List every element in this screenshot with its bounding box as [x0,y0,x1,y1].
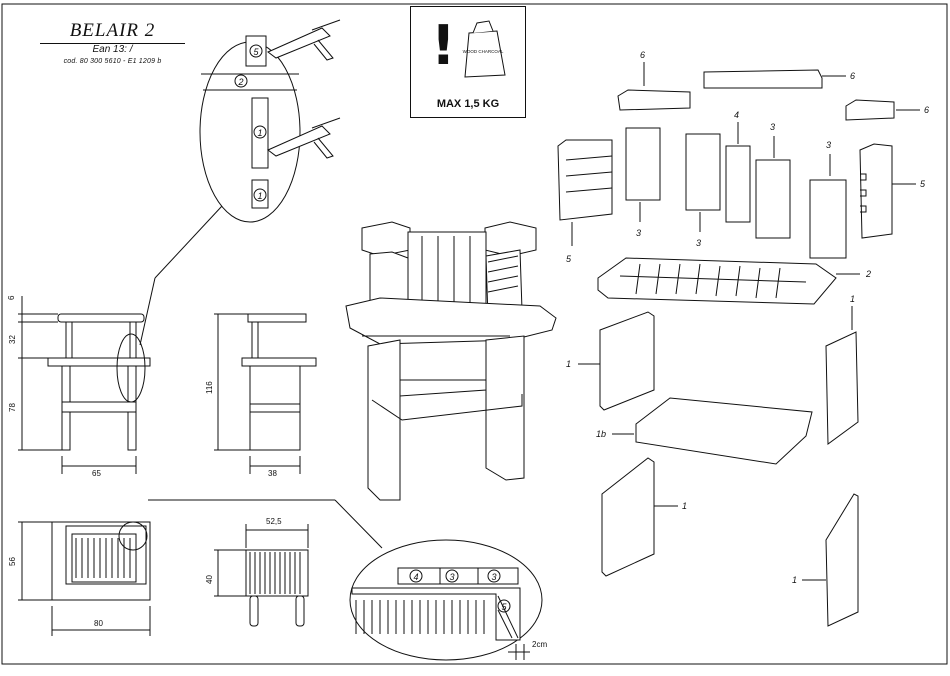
part-label-panel-e: 3 [826,140,831,150]
part-leg-left [602,458,654,576]
product-title: BELAIR 2 [40,20,185,44]
dim-plan-width: 80 [94,619,103,628]
part-panel-c [726,146,750,222]
plan-view: 56 80 [8,500,382,636]
dim-plan-depth: 56 [8,557,17,566]
part-top-long-cap [704,70,822,88]
part-label-leg-right: 1 [792,575,797,585]
detail-label-1b: 1 [257,191,262,201]
dim-side-width: 38 [268,469,277,478]
silicone-gun-icon [268,118,340,158]
section-detail: 4 3 3 5 2cm [350,540,547,660]
part-leg-right [826,494,858,626]
detail-label-1: 1 [257,128,262,138]
part-label-panel-c: 4 [734,110,739,120]
part-top-right-cap [846,100,894,120]
part-panel-e [810,180,846,258]
silicone-detail: 5 2 1 1 [140,20,340,345]
dim-base-height: 78 [8,403,17,412]
part-panel-left [558,140,612,220]
front-elevation: 6 32 78 65 [7,295,150,478]
part-panel-b [686,134,720,210]
part-panel-d [756,160,790,238]
detail-label-2: 2 [237,77,243,87]
part-label-plate: 2 [865,269,871,279]
grill-view: 52,5 40 [205,517,308,626]
charcoal-bag-label: WOOD CHARCOAL [463,49,504,54]
part-label-panel-d: 3 [770,122,775,132]
part-panel-a [626,128,660,200]
part-label-leg-left: 1 [682,501,687,511]
dim-mid-height: 32 [8,335,17,344]
part-label-side-left: 1 [566,359,571,369]
exploded-parts: 6 6 6 5 3 3 4 3 3 [558,50,929,626]
dim-side-height: 116 [205,381,214,394]
silicone-gun-icon [268,20,340,60]
assembled-barbecue [346,222,556,500]
part-side-left [600,312,654,410]
part-label-top-left-cap: 6 [640,50,645,60]
section-label-3b: 3 [491,572,496,582]
part-label-top-right-cap: 6 [924,105,929,115]
dim-gap: 2cm [532,640,547,649]
part-label-base-slab: 1b [596,429,606,439]
part-label-panel-a: 3 [636,228,641,238]
warning-icon: ! [431,19,456,73]
side-elevation: 116 38 [205,314,316,478]
part-panel-right [860,144,892,238]
part-label-panel-right: 5 [920,179,926,189]
product-code: cod. 80 300 5610 - E1 1209 b [20,58,205,65]
section-label-3a: 3 [449,572,454,582]
part-plate [598,258,836,304]
charcoal-bag-icon: WOOD CHARCOAL [459,17,509,79]
part-label-side-right: 1 [850,294,855,304]
dim-grill-width: 52,5 [266,517,282,526]
section-label-4: 4 [413,572,418,582]
part-base-slab [636,398,812,464]
dim-grill-height: 40 [205,575,214,584]
charcoal-warning-box: ! WOOD CHARCOAL MAX 1,5 KG [410,6,526,118]
part-label-panel-b: 3 [696,238,701,248]
dim-top-height: 6 [7,295,16,300]
ean-code: Ean 13: / [40,44,185,55]
max-charcoal-text: MAX 1,5 KG [411,98,525,110]
part-side-right [826,332,858,444]
part-top-left-cap [618,90,690,110]
dim-front-width: 65 [92,469,101,478]
part-label-panel-left: 5 [566,254,572,264]
part-label-top-long-cap: 6 [850,71,855,81]
